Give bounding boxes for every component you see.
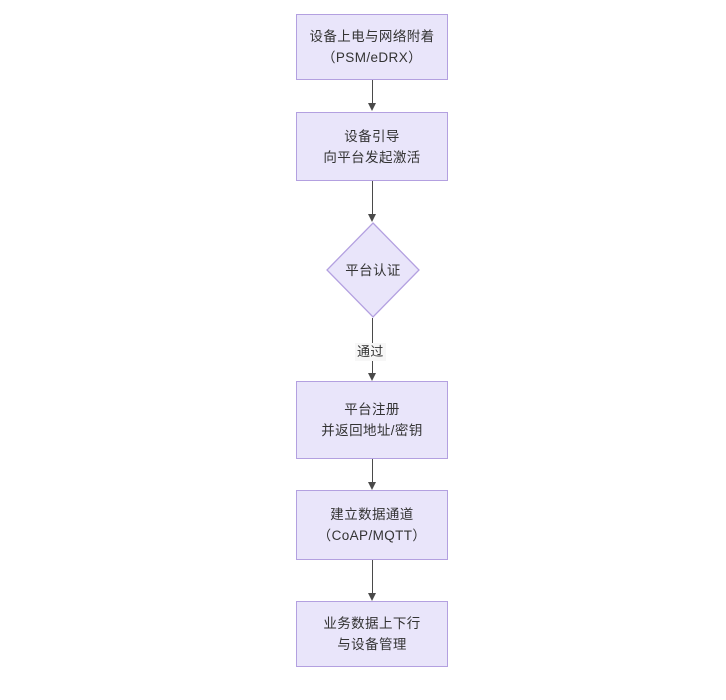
- flow-node-device-bootstrap[interactable]: 设备引导 向平台发起激活: [296, 112, 448, 181]
- flow-edge-n2-n3-arrowhead: [368, 214, 376, 222]
- flow-node-platform-register-line2: 并返回地址/密钥: [321, 423, 423, 438]
- flow-edge-n5-n6-arrowhead: [368, 593, 376, 601]
- flow-node-device-power-on-line2: （PSM/eDRX）: [321, 50, 423, 65]
- flow-node-business-data-line2: 与设备管理: [337, 637, 407, 652]
- flow-node-device-power-on-line1: 设备上电与网络附着: [309, 29, 435, 44]
- flow-edge-n5-n6: [372, 560, 374, 594]
- flow-node-device-power-on[interactable]: 设备上电与网络附着 （PSM/eDRX）: [296, 14, 448, 80]
- flow-node-platform-register-line1: 平台注册: [344, 402, 400, 417]
- flow-edge-n4-n5: [372, 459, 374, 483]
- flow-node-platform-register[interactable]: 平台注册 并返回地址/密钥: [296, 381, 448, 459]
- flow-node-data-channel-line2: （CoAP/MQTT）: [317, 528, 427, 543]
- flow-node-business-data[interactable]: 业务数据上下行 与设备管理: [296, 601, 448, 667]
- flow-edge-n3-n4-label: 通过: [355, 343, 386, 361]
- flow-node-business-data-line1: 业务数据上下行: [323, 616, 421, 631]
- flow-edge-n1-n2-arrowhead: [368, 103, 376, 111]
- flow-node-device-bootstrap-line2: 向平台发起激活: [323, 149, 421, 165]
- flow-edge-n2-n3: [372, 181, 374, 215]
- diamond-shape-icon: [326, 222, 420, 318]
- flow-edge-n1-n2: [372, 80, 374, 104]
- flow-node-data-channel-line1: 建立数据通道: [330, 507, 414, 522]
- flow-node-platform-auth-label: 平台认证: [345, 262, 401, 278]
- flow-node-device-bootstrap-line1: 设备引导: [344, 128, 400, 144]
- flow-edge-n3-n4-arrowhead: [368, 373, 376, 381]
- flow-edge-n4-n5-arrowhead: [368, 482, 376, 490]
- flow-node-platform-auth[interactable]: 平台认证: [326, 222, 420, 318]
- flow-node-data-channel[interactable]: 建立数据通道 （CoAP/MQTT）: [296, 490, 448, 560]
